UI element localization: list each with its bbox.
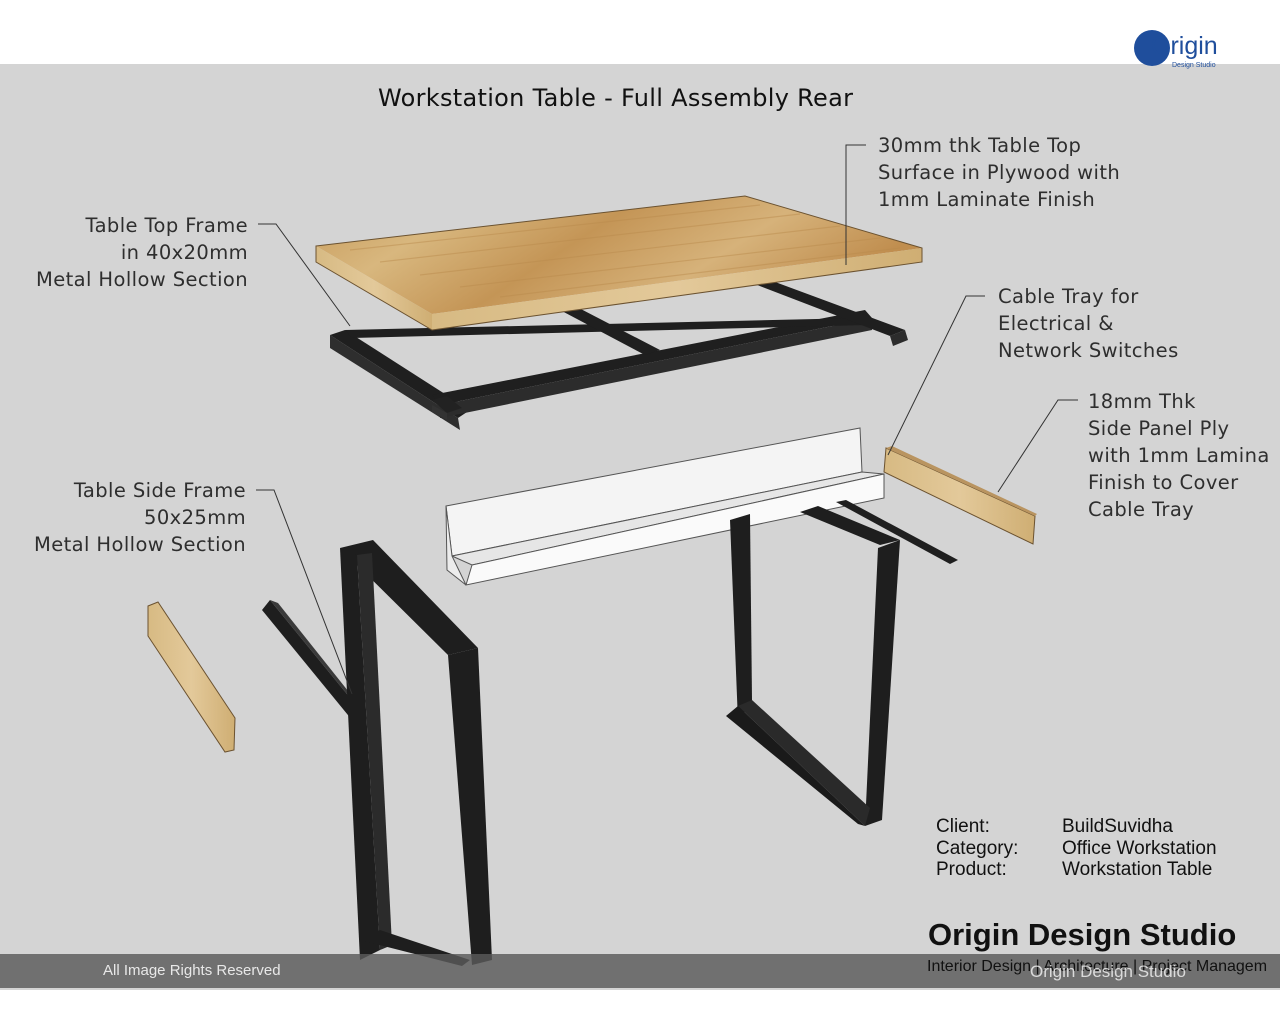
- origin-logo: Origin Design Studio: [1134, 30, 1244, 72]
- loose-bar-left: [262, 600, 360, 720]
- client-value: BuildSuvidha: [1062, 816, 1173, 837]
- side-panel-left: [147, 601, 236, 753]
- table-top-plywood: [315, 195, 923, 331]
- rights-notice: All Image Rights Reserved: [103, 962, 281, 979]
- category-value: Office Workstation: [1062, 837, 1217, 859]
- cable-tray: [445, 427, 885, 586]
- logo-circle-icon: [1134, 30, 1170, 66]
- logo-wordmark: Origin: [1151, 32, 1218, 60]
- leader-lines: [256, 144, 1078, 695]
- project-info-labels: Client: Category: Product:: [936, 816, 1018, 881]
- footer-bar: [0, 954, 1280, 988]
- leader-side-panel: [997, 399, 1078, 493]
- callout-table-top-surface: 30mm thk Table Top Surface in Plywood wi…: [878, 134, 1121, 211]
- callout-side-frame: Table Side Frame 50x25mm Metal Hollow Se…: [34, 479, 246, 556]
- side-frame-right: [726, 500, 958, 826]
- table-top-frame: [330, 279, 908, 430]
- logo-subtext: Design Studio: [1172, 62, 1216, 69]
- leader-cable-tray: [887, 295, 985, 456]
- watermark: Origin Design Studio: [1030, 962, 1186, 981]
- leader-table-top-frame: [258, 223, 351, 327]
- studio-tagline: Interior Design | Architecture | Project…: [927, 958, 1268, 975]
- client-label: Client:: [936, 816, 990, 837]
- drawing-title: Workstation Table - Full Assembly Rear: [378, 84, 854, 112]
- callout-table-top-frame: Table Top Frame in 40x20mm Metal Hollow …: [36, 214, 248, 291]
- callout-cable-tray: Cable Tray for Electrical & Network Swit…: [998, 285, 1179, 362]
- project-info-values: BuildSuvidha Office Workstation Workstat…: [1062, 816, 1217, 881]
- category-label: Category:: [936, 837, 1019, 859]
- product-value: Workstation Table: [1062, 859, 1213, 880]
- side-panel-right: [883, 446, 1037, 545]
- callout-side-panel: 18mm Thk Side Panel Ply with 1mm Lamina …: [1088, 390, 1270, 521]
- product-label: Product:: [936, 859, 1007, 880]
- leader-side-frame: [256, 489, 353, 695]
- studio-name: Origin Design Studio: [928, 917, 1237, 952]
- leader-table-top-surface: [845, 144, 866, 265]
- side-frame-left: [340, 540, 492, 966]
